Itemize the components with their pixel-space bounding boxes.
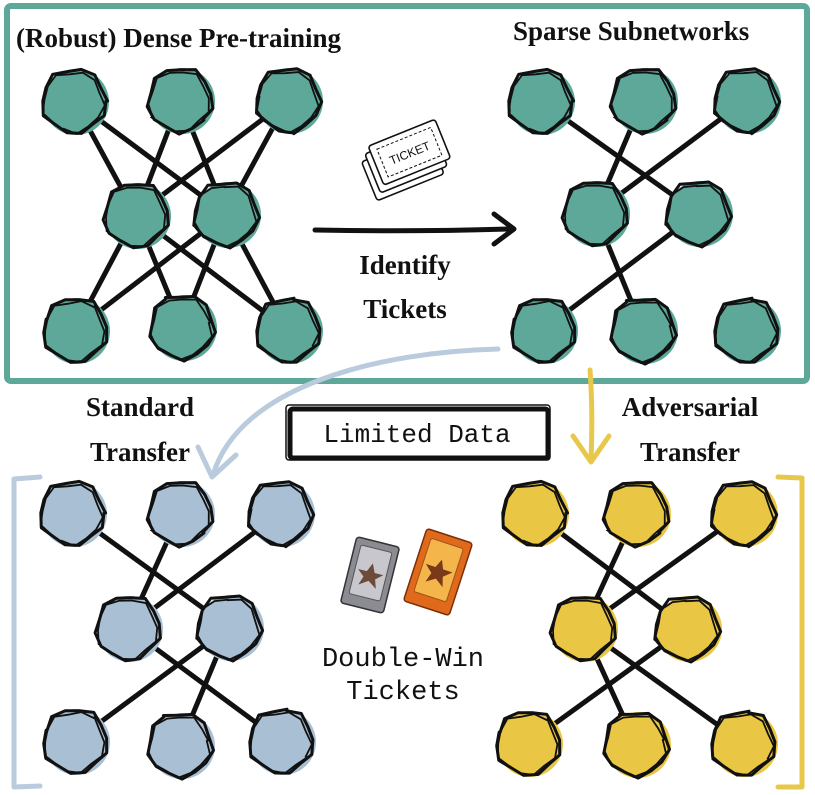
silver-ticket-icon — [340, 536, 400, 614]
sparse-node — [510, 298, 578, 364]
adversarial-node — [602, 711, 671, 780]
dense-node — [42, 298, 110, 364]
dense-node — [145, 68, 215, 136]
standard-transfer-network — [39, 479, 316, 781]
adversarial-node — [601, 481, 671, 549]
sparse-network — [507, 67, 782, 366]
adversarial-node — [710, 480, 779, 549]
ticket-icon: TICKET — [361, 119, 451, 201]
standard-transfer-label: Transfer — [90, 437, 190, 467]
adversarial-transfer-label: Transfer — [640, 437, 740, 467]
standard-node — [39, 479, 108, 548]
adversarial-transfer-network — [495, 479, 779, 780]
dense-node — [148, 294, 217, 363]
standard-bracket — [11, 474, 43, 790]
dense-node — [255, 67, 324, 136]
dense-network — [41, 67, 324, 364]
adversarial-bracket — [775, 474, 805, 790]
dense-pretraining-title: (Robust) Dense Pre-training — [16, 23, 341, 53]
standard-node — [146, 712, 215, 781]
standard-node — [145, 481, 215, 549]
sparse-node — [608, 68, 678, 136]
limited-data-label: Limited Data — [323, 420, 510, 450]
adversarial-node — [501, 479, 570, 548]
sparse-node — [713, 296, 781, 364]
double-win-tickets-label: Tickets — [346, 678, 459, 708]
standard-label: Standard — [86, 392, 194, 422]
double-win-label: Double-Win — [322, 645, 484, 675]
adversarial-label: Adversarial — [622, 392, 759, 422]
standard-node — [93, 596, 163, 663]
gold-ticket-icon — [403, 528, 473, 616]
sparse-node — [507, 67, 576, 136]
sparse-node — [560, 181, 630, 248]
dense-node — [41, 67, 110, 136]
standard-node — [247, 480, 316, 549]
limited-data-box — [287, 406, 551, 461]
identify-tickets-label: Tickets — [363, 294, 447, 324]
dense-node — [101, 183, 171, 250]
adversarial-node — [710, 709, 778, 777]
standard-transfer-arrow — [210, 346, 501, 478]
adversarial-transfer-arrowhead — [570, 433, 612, 465]
sparse-subnetworks-title: Sparse Subnetworks — [513, 16, 749, 46]
adversarial-transfer-arrow — [587, 367, 595, 463]
identify-arrow — [312, 226, 513, 234]
adversarial-node — [548, 596, 618, 663]
identify-label: Identify — [359, 250, 451, 280]
standard-node — [248, 707, 316, 775]
standard-node — [42, 709, 110, 775]
adversarial-node — [653, 595, 723, 664]
adversarial-node — [495, 711, 563, 777]
standard-transfer-arrowhead — [195, 444, 239, 480]
dense-node — [192, 181, 262, 250]
standard-node — [195, 594, 265, 663]
identify-arrowhead — [491, 211, 517, 247]
pretraining-frame — [4, 3, 810, 384]
sparse-node — [713, 67, 782, 136]
sparse-node — [609, 297, 678, 366]
sparse-node — [664, 180, 734, 249]
dense-node — [255, 296, 323, 364]
